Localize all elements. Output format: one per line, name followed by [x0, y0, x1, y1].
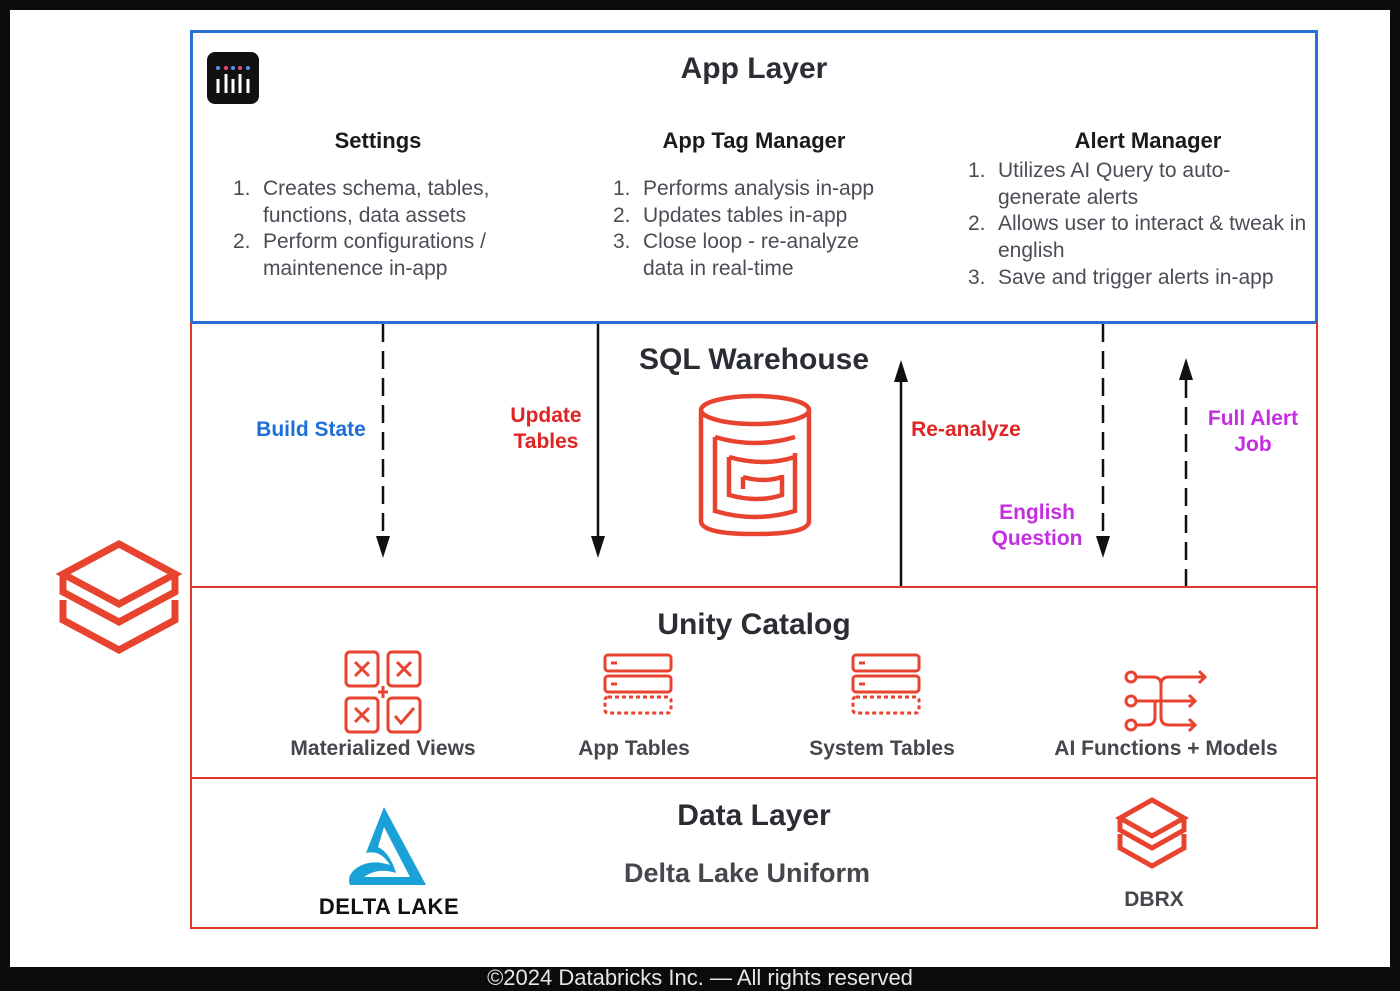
tag-manager-item: 3.Close loop - re-analyze data in real-t… [613, 230, 859, 281]
data-layer-title: Data Layer [677, 799, 831, 832]
dbrx-label: DBRX [1124, 888, 1184, 911]
delta-lake-logo-text: DELTA LAKE [318, 894, 460, 919]
ai-functions-icon [1124, 669, 1208, 733]
update-tables-arrow [591, 324, 605, 558]
settings-item-text: Perform configurations / maintenence in-… [263, 230, 486, 281]
settings-item-text: Creates schema, tables, functions, data … [263, 177, 490, 227]
re-analyze-arrow [894, 360, 908, 587]
app-layer-title: App Layer [680, 52, 828, 85]
footer: ©2024 Databricks Inc. — All rights reser… [0, 965, 1400, 990]
alert-manager-list: 1.Utilizes AI Query to auto-generate ale… [968, 158, 1308, 292]
alert-manager-title: Alert Manager [1074, 128, 1222, 153]
dash-app-icon [207, 52, 259, 104]
re-analyze-label: Re-analyze [911, 418, 1021, 441]
alert-manager-item: 2.Allows user to interact & tweak in eng… [968, 212, 1307, 263]
english-question-label-line: English [999, 501, 1075, 524]
full-alert-job-arrow [1179, 358, 1193, 587]
sql-warehouse-icon [698, 393, 812, 537]
delta-lake-logo-icon [349, 807, 426, 885]
english-question-label: English Question [972, 500, 1102, 552]
tag-manager-item-text: Performs analysis in-app [643, 177, 875, 200]
ai-functions-models-label: AI Functions + Models [1054, 737, 1278, 760]
sql-warehouse-title: SQL Warehouse [638, 343, 870, 376]
english-question-label-line: Question [991, 527, 1083, 550]
databricks-logo-icon [55, 540, 183, 654]
alert-manager-item: 1.Utilizes AI Query to auto-generate ale… [968, 159, 1231, 209]
full-alert-job-label-line: Full Alert [1207, 407, 1299, 430]
materialized-views-label: Materialized Views [290, 737, 476, 760]
dbrx-logo-icon [1114, 797, 1190, 869]
full-alert-job-label-line: Job [1234, 433, 1272, 456]
footer-text: ©2024 Databricks Inc. — All rights reser… [487, 965, 913, 990]
tag-manager-item-text: Updates tables in-app [643, 203, 848, 227]
settings-list: 1.Creates schema, tables, functions, dat… [233, 176, 533, 283]
update-tables-label-line: Update [510, 404, 582, 427]
alert-manager-item: 3.Save and trigger alerts in-app [968, 265, 1274, 289]
full-alert-job-label: Full Alert Job [1188, 406, 1318, 458]
materialized-views-icon [344, 650, 422, 734]
app-tables-label: App Tables [578, 737, 690, 760]
english-question-arrow [1096, 324, 1110, 558]
alert-manager-item-text: Save and trigger alerts in-app [998, 265, 1274, 289]
delta-lake-uniform-label: Delta Lake Uniform [623, 858, 871, 888]
diagram-canvas: App Layer Settings 1.Creates schema, tab… [10, 10, 1390, 967]
arrows-layer [376, 324, 1193, 587]
settings-title: Settings [334, 128, 422, 153]
build-state-label: Build State [256, 418, 366, 441]
build-state-arrow [376, 324, 390, 558]
app-tables-icon [603, 653, 673, 715]
system-tables-icon [851, 653, 921, 715]
settings-item: 1.Creates schema, tables, functions, dat… [233, 177, 490, 227]
app-tag-manager-list: 1.Performs analysis in-app 2.Updates tab… [613, 176, 903, 283]
tag-manager-item-text: Close loop - re-analyze data in real-tim… [643, 230, 859, 281]
update-tables-label: Update Tables [481, 403, 611, 455]
update-tables-label-line: Tables [513, 430, 579, 453]
tag-manager-item: 2.Updates tables in-app [613, 203, 848, 227]
alert-manager-item-text: Allows user to interact & tweak in engli… [998, 212, 1307, 263]
system-tables-label: System Tables [809, 737, 955, 760]
data-layer-box [190, 777, 1318, 929]
tag-manager-item: 1.Performs analysis in-app [613, 177, 875, 200]
settings-item: 2.Perform configurations / maintenence i… [233, 230, 486, 281]
app-layer-box [190, 30, 1318, 324]
alert-manager-item-text: Utilizes AI Query to auto-generate alert… [998, 159, 1231, 209]
unity-catalog-title: Unity Catalog [657, 608, 851, 641]
app-tag-manager-title: App Tag Manager [662, 128, 846, 153]
